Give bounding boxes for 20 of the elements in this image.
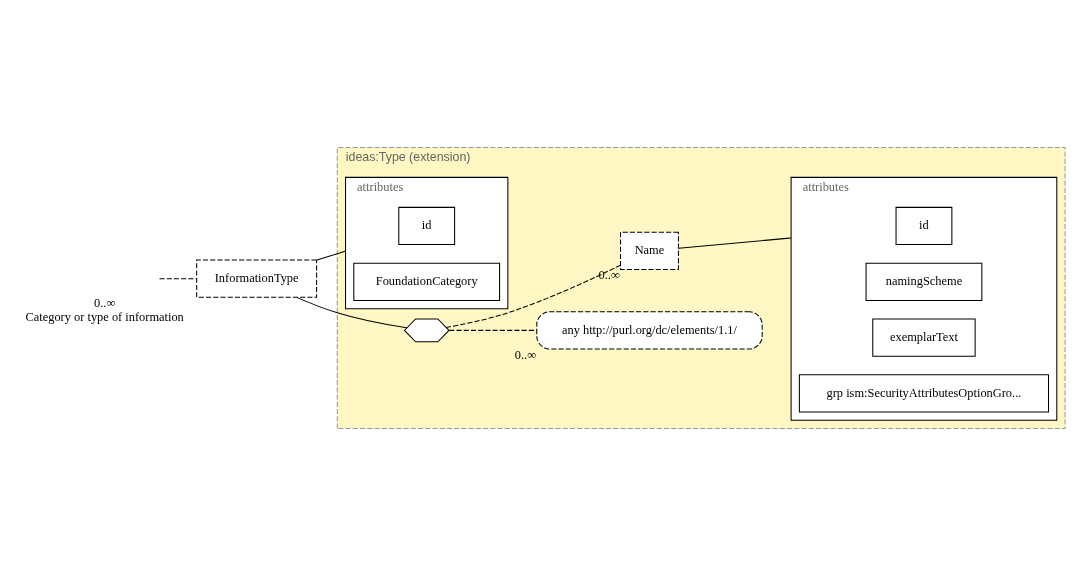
node-box: grp ism:SecurityAttributesOptionGro...: [798, 374, 1050, 413]
connector: [159, 278, 198, 280]
connector: [448, 329, 538, 331]
connector: [445, 264, 621, 328]
node-label: 0..∞: [514, 347, 537, 362]
node-box: id: [398, 206, 456, 246]
connector: [316, 250, 347, 261]
connector: [296, 296, 408, 329]
node-label: 0..∞: [598, 268, 620, 283]
node-box: any http://purl.org/dc/elements/1.1/: [536, 311, 763, 350]
node-box: InformationType: [196, 259, 318, 298]
node-box: namingScheme: [865, 262, 983, 301]
node-box: exemplarText: [872, 318, 976, 357]
node-box: Name: [620, 231, 679, 270]
node-label: 0..∞: [94, 296, 116, 311]
node-label: Category or type of information: [25, 309, 184, 324]
connector: [678, 237, 792, 249]
node-box: FoundationCategory: [353, 262, 501, 301]
node-hexagon: [403, 318, 450, 343]
node-box: id: [895, 206, 953, 246]
